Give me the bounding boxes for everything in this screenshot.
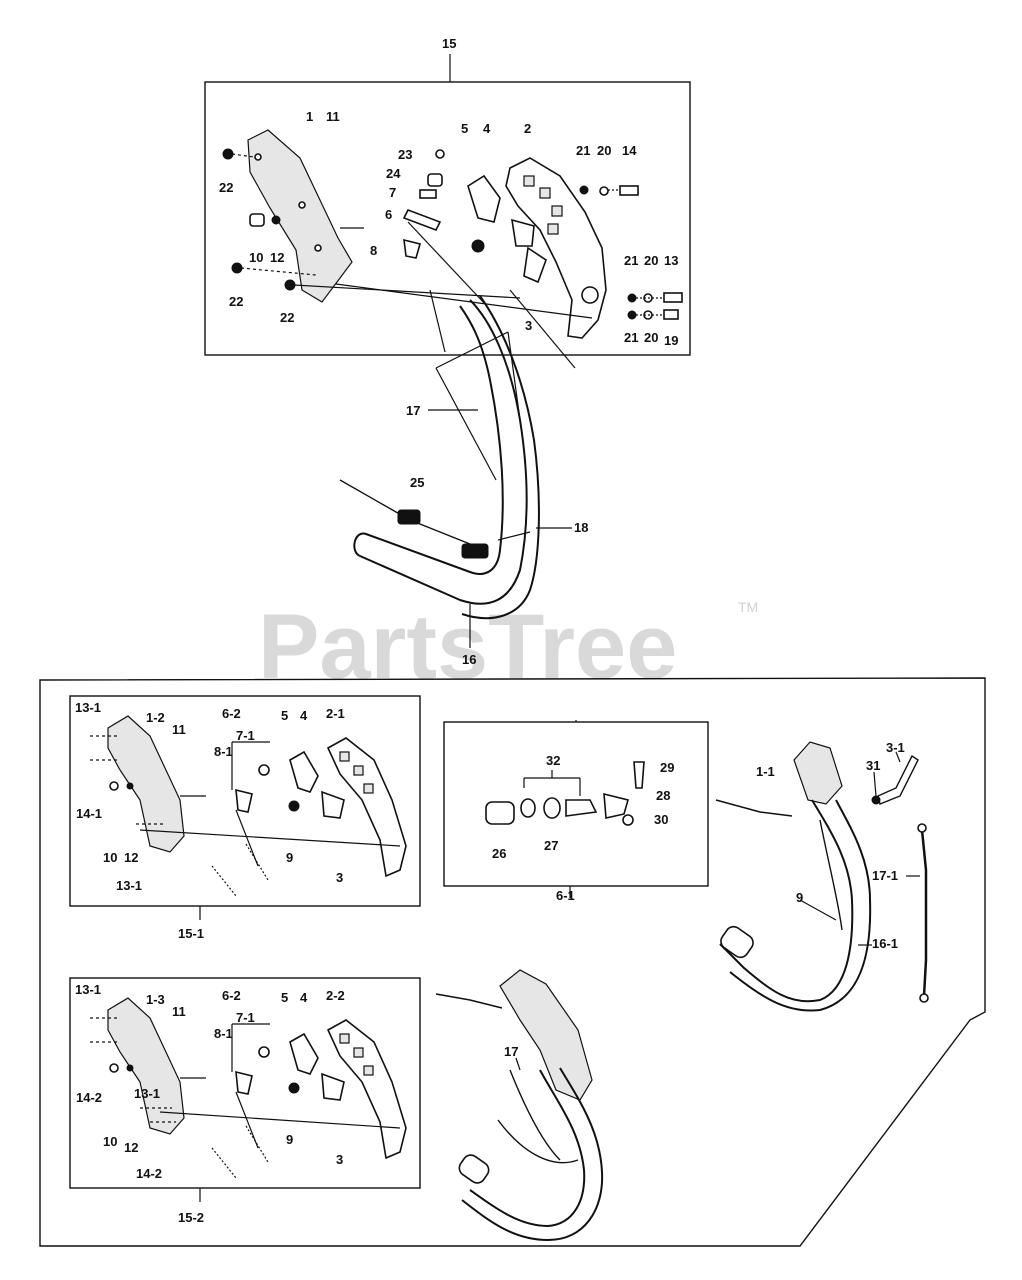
label-1: 1	[306, 109, 313, 124]
label-1-1: 1-1	[756, 764, 775, 779]
label-24: 24	[386, 166, 401, 181]
label-10: 10	[249, 250, 263, 265]
label-6-2: 6-2	[222, 706, 241, 721]
label-9-right: 9	[796, 890, 803, 905]
label-28: 28	[656, 788, 670, 803]
label-13-1b-b: 13-1	[134, 1086, 160, 1101]
label-2-1: 2-1	[326, 706, 345, 721]
label-30: 30	[654, 812, 668, 827]
label-15-1: 15-1	[178, 926, 204, 941]
label-16-1: 16-1	[872, 936, 898, 951]
label-1-2: 1-2	[146, 710, 165, 725]
label-13: 13	[664, 253, 678, 268]
label-7-1-b: 7-1	[236, 1010, 255, 1025]
label-29: 29	[660, 760, 674, 775]
label-4: 4	[300, 708, 308, 723]
watermark-text: PartsTree	[258, 596, 677, 698]
label-3-b: 3	[336, 1152, 343, 1167]
label-13-1a: 13-1	[75, 700, 101, 715]
handle-cover	[247, 129, 353, 303]
label-21a: 21	[576, 143, 590, 158]
label-32: 32	[546, 753, 560, 768]
label-14: 14	[622, 143, 637, 158]
label-8-1: 8-1	[214, 744, 233, 759]
label-26: 26	[492, 846, 506, 861]
label-12: 12	[124, 850, 138, 865]
label-1-3: 1-3	[146, 992, 165, 1007]
label-3: 3	[336, 870, 343, 885]
label-7: 7	[389, 185, 396, 200]
label-8-1-b: 8-1	[214, 1026, 233, 1041]
label-2-2: 2-2	[326, 988, 345, 1003]
label-13-1b: 13-1	[116, 878, 142, 893]
label-14-2b: 14-2	[136, 1166, 162, 1181]
group-15-1: 13-1 1-2 6-2 7-1 11 8-1 5 4 2-1 14-1 10 …	[69, 695, 421, 941]
label-17-1: 17-1	[872, 868, 898, 883]
label-20b: 20	[644, 253, 658, 268]
spring	[471, 239, 485, 253]
lower-frame	[39, 677, 986, 1247]
label-5-b: 5	[281, 990, 288, 1005]
watermark-trademark: TM	[738, 599, 758, 615]
label-5: 5	[461, 121, 468, 136]
label-21b: 21	[624, 253, 638, 268]
label-21c: 21	[624, 330, 638, 345]
label-16: 16	[462, 652, 476, 667]
label-20a: 20	[597, 143, 611, 158]
group-right-handle: 1-1 31 3-1 9 16-1 17-1	[715, 740, 929, 1012]
label-17-lower: 17	[504, 1044, 518, 1059]
label-9-b: 9	[286, 1132, 293, 1147]
label-5: 5	[281, 708, 288, 723]
label-8: 8	[370, 243, 377, 258]
label-12: 12	[270, 250, 284, 265]
label-15-2: 15-2	[178, 1210, 204, 1225]
group-15: 15	[204, 36, 691, 369]
throttle-trigger	[467, 174, 501, 223]
label-13-1a-b: 13-1	[75, 982, 101, 997]
label-17: 17	[406, 403, 420, 418]
label-9: 9	[286, 850, 293, 865]
group-6-1: 32 29 28 30 26 27 6-1	[443, 720, 709, 903]
label-11: 11	[172, 722, 186, 737]
label-22b: 22	[229, 294, 243, 309]
label-14-1: 14-1	[76, 806, 102, 821]
label-19: 19	[664, 333, 678, 348]
label-4: 4	[483, 121, 491, 136]
label-11: 11	[326, 109, 340, 124]
handle-assembly-lower: 17	[435, 969, 604, 1242]
label-14-2a: 14-2	[76, 1090, 102, 1105]
label-31: 31	[866, 758, 880, 773]
label-3: 3	[525, 318, 532, 333]
grip-housing	[505, 157, 607, 339]
label-2: 2	[524, 121, 531, 136]
label-22a: 22	[219, 180, 233, 195]
label-7-1: 7-1	[236, 728, 255, 743]
label-10: 10	[103, 850, 117, 865]
label-25: 25	[410, 475, 424, 490]
group-15-box	[204, 81, 691, 356]
label-4-b: 4	[300, 990, 308, 1005]
label-23: 23	[398, 147, 412, 162]
group-15-2: 13-1 1-3 6-2 7-1 11 8-1 5 4 2-2 14-2 13-…	[69, 977, 421, 1225]
label-15: 15	[442, 36, 456, 51]
label-20c: 20	[644, 330, 658, 345]
handle-assembly-top: 17 25 18 16	[339, 295, 588, 667]
label-10-b: 10	[103, 1134, 117, 1149]
label-3-1: 3-1	[886, 740, 905, 755]
label-27: 27	[544, 838, 558, 853]
label-6-1: 6-1	[556, 888, 575, 903]
label-18: 18	[574, 520, 588, 535]
label-22c: 22	[280, 310, 294, 325]
label-6: 6	[385, 207, 392, 222]
label-11-b: 11	[172, 1004, 186, 1019]
label-12-b: 12	[124, 1140, 138, 1155]
label-6-2-b: 6-2	[222, 988, 241, 1003]
